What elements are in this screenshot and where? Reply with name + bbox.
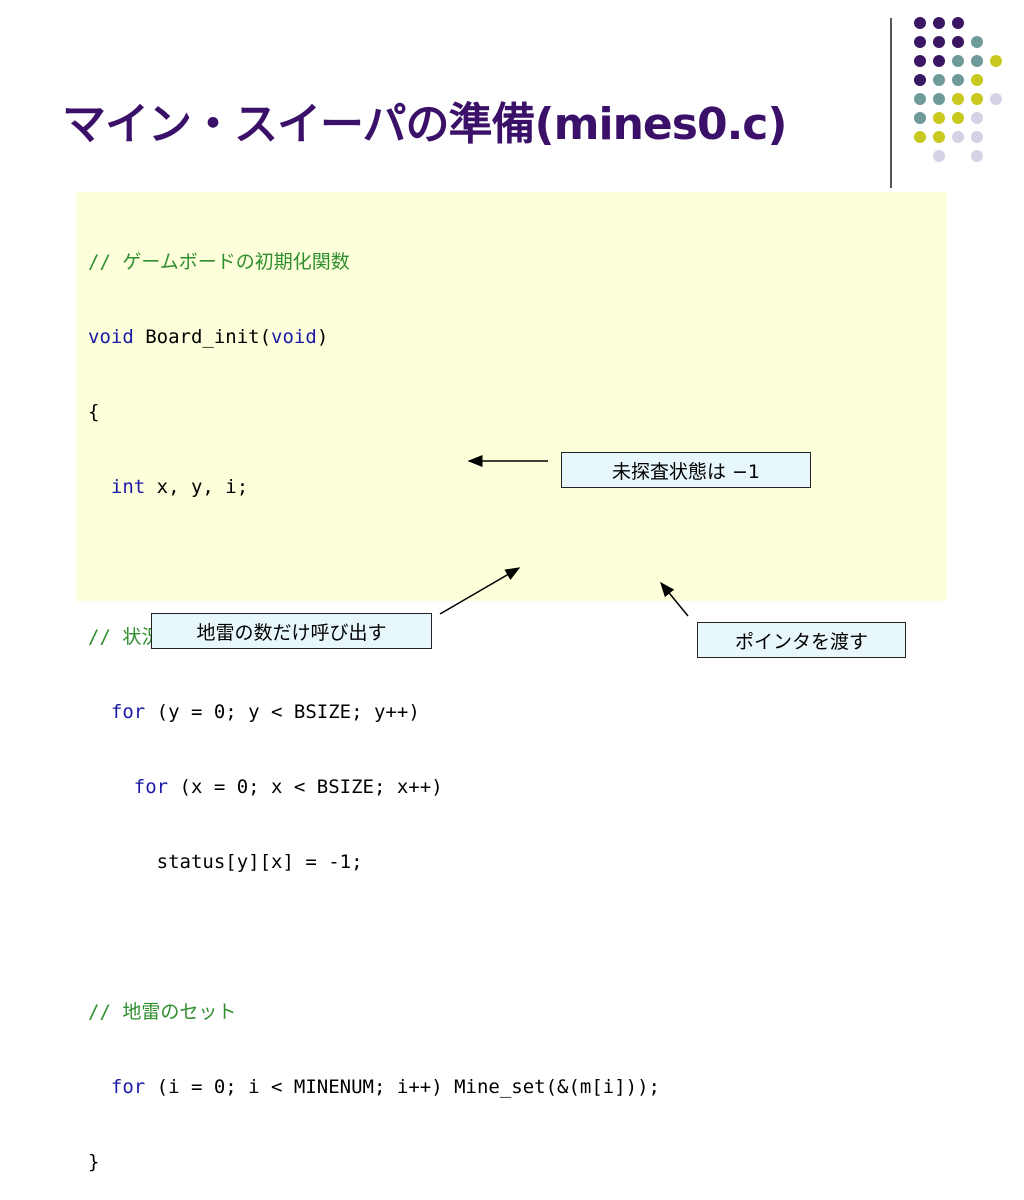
callout-mine-count: 地雷の数だけ呼び出す [151, 613, 432, 649]
code-line: { [88, 400, 660, 425]
code-line: for (i = 0; i < MINENUM; i++) Mine_set(&… [88, 1075, 660, 1100]
code-keyword: for [110, 1076, 146, 1098]
dot [914, 131, 926, 143]
code-line: int x, y, i; [88, 475, 660, 500]
code-text: } [88, 1151, 100, 1173]
decorative-dot-grid [914, 17, 1002, 162]
code-text: (y = 0; y < BSIZE; y++) [145, 701, 420, 723]
dot [971, 93, 983, 105]
dot [971, 55, 983, 67]
code-text: { [88, 401, 100, 423]
code-line: for (y = 0; y < BSIZE; y++) [88, 700, 660, 725]
dot [933, 131, 945, 143]
dot [952, 74, 964, 86]
code-keyword: int [110, 476, 146, 498]
dot [990, 55, 1002, 67]
dot [933, 112, 945, 124]
dot [971, 74, 983, 86]
code-line: status[y][x] = -1; [88, 850, 660, 875]
code-line-blank [88, 925, 660, 950]
code-text: x, y, i; [145, 476, 249, 498]
code-line: void Board_init(void) [88, 325, 660, 350]
code-line: } [88, 1150, 660, 1175]
code-keyword: void [271, 326, 317, 348]
arrow-mine-count [439, 567, 521, 615]
code-comment: // 地雷のセット [88, 1001, 237, 1023]
dot [952, 17, 964, 29]
code-block-background [76, 192, 947, 601]
code-keyword: for [133, 776, 169, 798]
arrow-pointer [660, 581, 689, 617]
dot [933, 36, 945, 48]
code-line: for (x = 0; x < BSIZE; x++) [88, 775, 660, 800]
dot [952, 131, 964, 143]
dot [933, 17, 945, 29]
code-text: status[y][x] = -1; [88, 851, 363, 873]
title-divider-line [890, 18, 892, 188]
dot [914, 55, 926, 67]
dot [914, 93, 926, 105]
code-text: Board_init( [133, 326, 272, 348]
callout-arrows [439, 455, 689, 617]
dot [952, 55, 964, 67]
code-line: // ゲームボードの初期化関数 [88, 250, 660, 275]
dot [914, 112, 926, 124]
code-text: (i = 0; i < MINENUM; i++) Mine_set(&(m[i… [145, 1076, 660, 1098]
code-keyword: for [110, 701, 146, 723]
callout-pointer: ポインタを渡す [697, 622, 906, 658]
callout-status: 未探査状態は −1 [561, 452, 811, 488]
dot [971, 131, 983, 143]
slide-title: マイン・スイーパの準備(mines0.c) [62, 99, 787, 150]
code-comment: // ゲームボードの初期化関数 [88, 251, 350, 273]
dot [933, 74, 945, 86]
dot [914, 36, 926, 48]
dot [933, 150, 945, 162]
dot [971, 112, 983, 124]
code-line: // 地雷のセット [88, 1000, 660, 1025]
dot [952, 93, 964, 105]
dot [933, 55, 945, 67]
dot [952, 112, 964, 124]
dot [971, 36, 983, 48]
code-keyword: void [88, 326, 134, 348]
dot [990, 93, 1002, 105]
dot [971, 150, 983, 162]
dot [914, 17, 926, 29]
code-text: ) [316, 326, 329, 348]
dot [952, 36, 964, 48]
code-text: (x = 0; x < BSIZE; x++) [168, 776, 443, 798]
dot [933, 93, 945, 105]
dot [914, 74, 926, 86]
